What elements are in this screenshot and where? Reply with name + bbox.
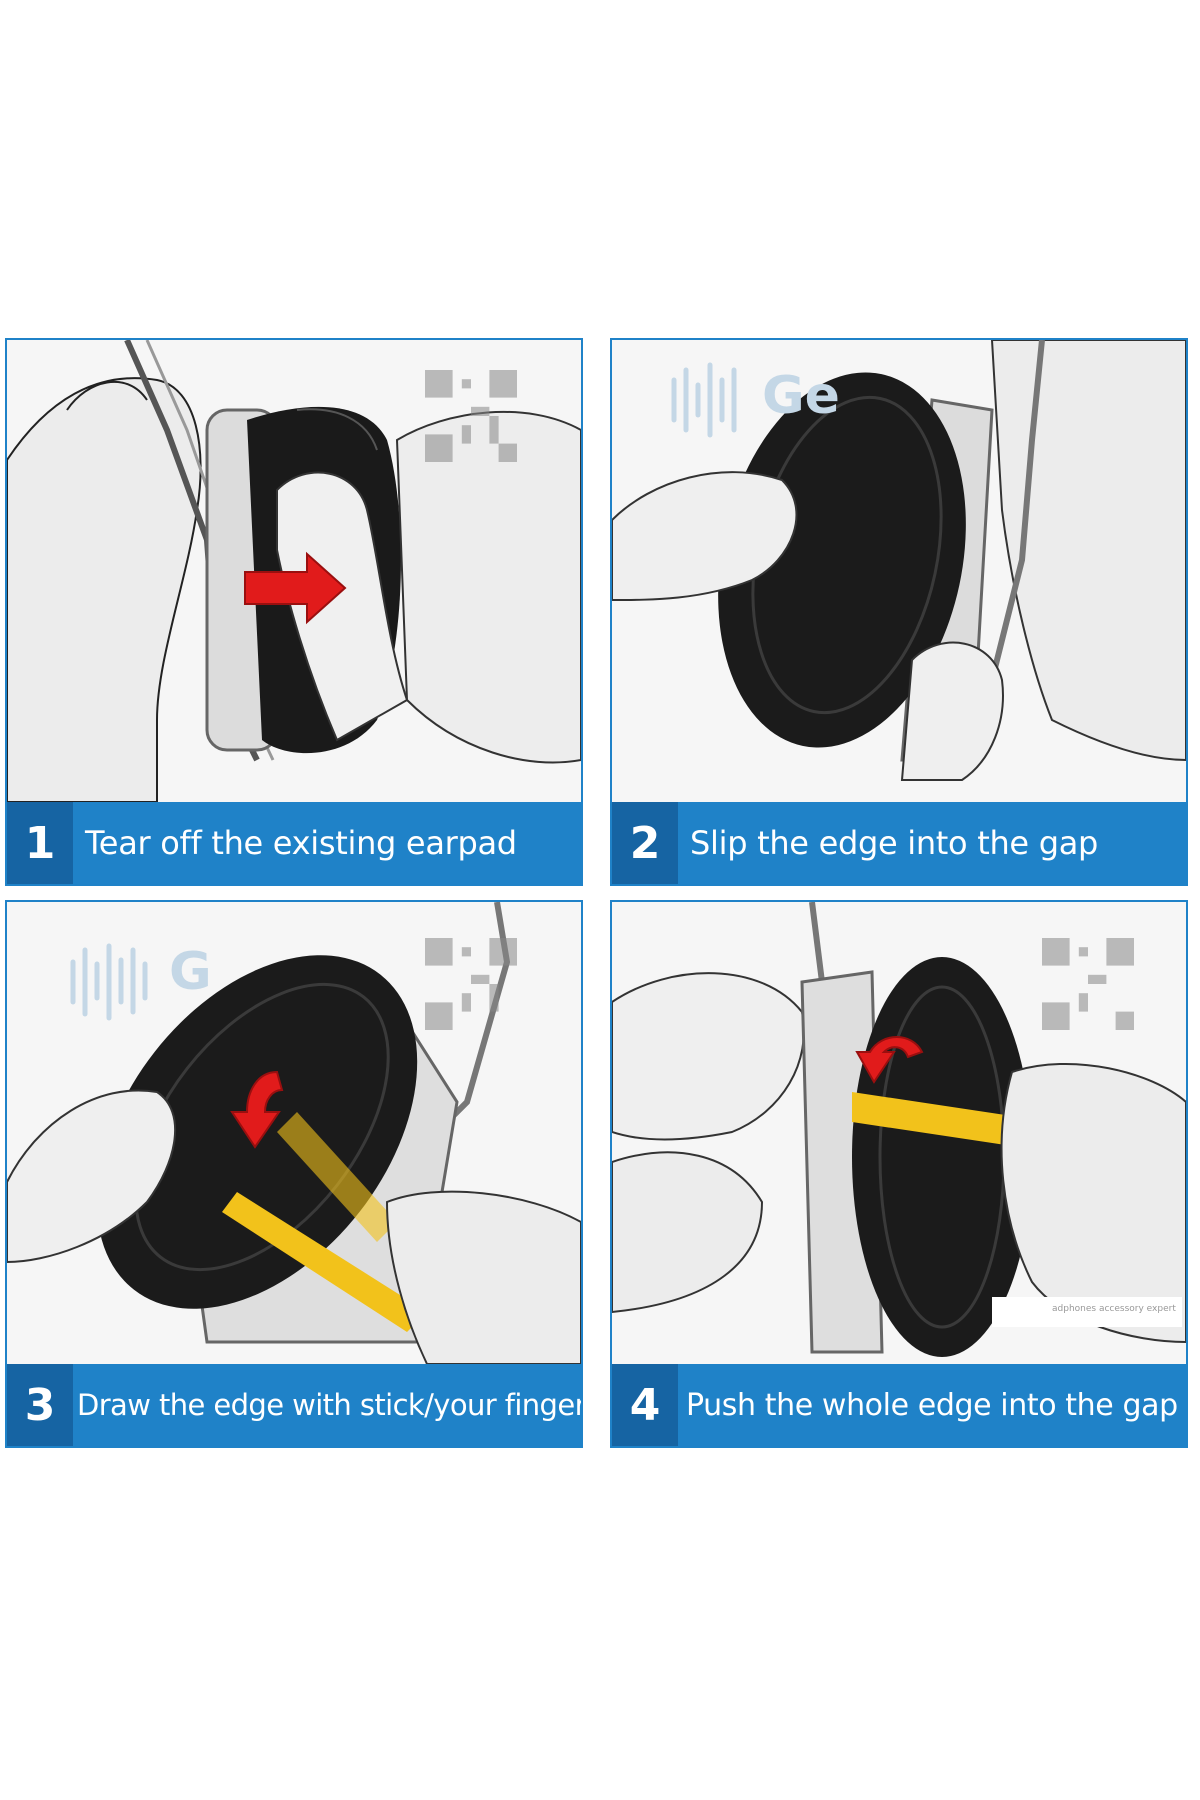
step-4-number: 4	[612, 1364, 678, 1446]
qr-code-icon	[425, 370, 517, 462]
red-arrow-right-icon	[244, 551, 347, 625]
small-print-watermark: adphones accessory expert	[1052, 1304, 1176, 1314]
step-2-caption: 2 Slip the edge into the gap	[612, 802, 1186, 884]
red-curved-arrow-icon	[855, 1036, 924, 1084]
red-curved-arrow-icon	[230, 1070, 284, 1149]
soundwave-logo-icon	[70, 943, 148, 1021]
step-panel-4: adphones accessory expert 4 Push the who…	[610, 900, 1188, 1448]
step-1-caption: 1 Tear off the existing earpad	[7, 802, 581, 884]
step-3-illustration: G	[7, 902, 581, 1364]
step-1-number: 1	[7, 802, 73, 884]
step-3-number: 3	[7, 1364, 73, 1446]
brand-watermark: Ge	[762, 366, 840, 426]
step-2-text: Slip the edge into the gap	[690, 824, 1099, 862]
step-panel-3: G 3 Draw the edge with stick/your finger	[5, 900, 583, 1448]
step-2-drawing	[612, 340, 1186, 802]
step-4-text: Push the whole edge into the gap	[686, 1387, 1178, 1423]
step-2-illustration: Ge	[612, 340, 1186, 802]
step-1-text: Tear off the existing earpad	[85, 824, 517, 862]
step-panel-2: Ge 2 Slip the edge into the gap	[610, 338, 1188, 886]
step-1-drawing	[7, 340, 581, 802]
qr-code-icon	[425, 938, 517, 1030]
step-panel-1: 1 Tear off the existing earpad	[5, 338, 583, 886]
step-4-illustration: adphones accessory expert	[612, 902, 1186, 1364]
brand-watermark: G	[169, 942, 212, 1002]
qr-code-icon	[1042, 938, 1134, 1030]
step-2-number: 2	[612, 802, 678, 884]
step-4-caption: 4 Push the whole edge into the gap	[612, 1364, 1186, 1446]
step-3-text: Draw the edge with stick/your finger	[77, 1388, 583, 1422]
soundwave-logo-icon	[671, 362, 737, 438]
step-1-illustration	[7, 340, 581, 802]
step-3-caption: 3 Draw the edge with stick/your finger	[7, 1364, 581, 1446]
